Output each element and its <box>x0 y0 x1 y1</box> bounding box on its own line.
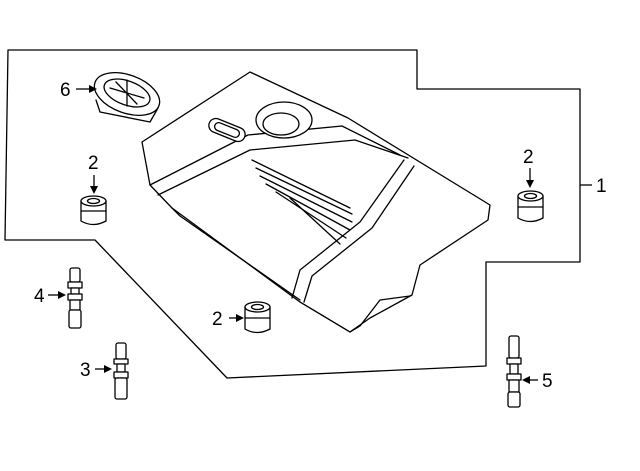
callout-2-right: 2 <box>523 147 534 168</box>
grommet-bottom[interactable] <box>244 301 271 334</box>
callout-2-bottom: 2 <box>212 309 223 330</box>
grommet-right[interactable] <box>517 190 544 223</box>
callout-5: 5 <box>542 371 553 392</box>
bolt-left[interactable] <box>67 267 83 329</box>
callout-2-left: 2 <box>88 153 99 174</box>
callout-6: 6 <box>60 80 71 101</box>
callout-3: 3 <box>80 360 91 381</box>
grommet-left[interactable] <box>80 195 107 226</box>
bolt-right[interactable] <box>506 335 522 408</box>
assembly-boundary <box>4 49 581 379</box>
callout-1: 1 <box>596 176 607 197</box>
bolt-short[interactable] <box>113 342 129 400</box>
engine-cover[interactable] <box>141 71 491 333</box>
callout-4: 4 <box>34 286 45 307</box>
cap-part[interactable] <box>89 65 166 124</box>
